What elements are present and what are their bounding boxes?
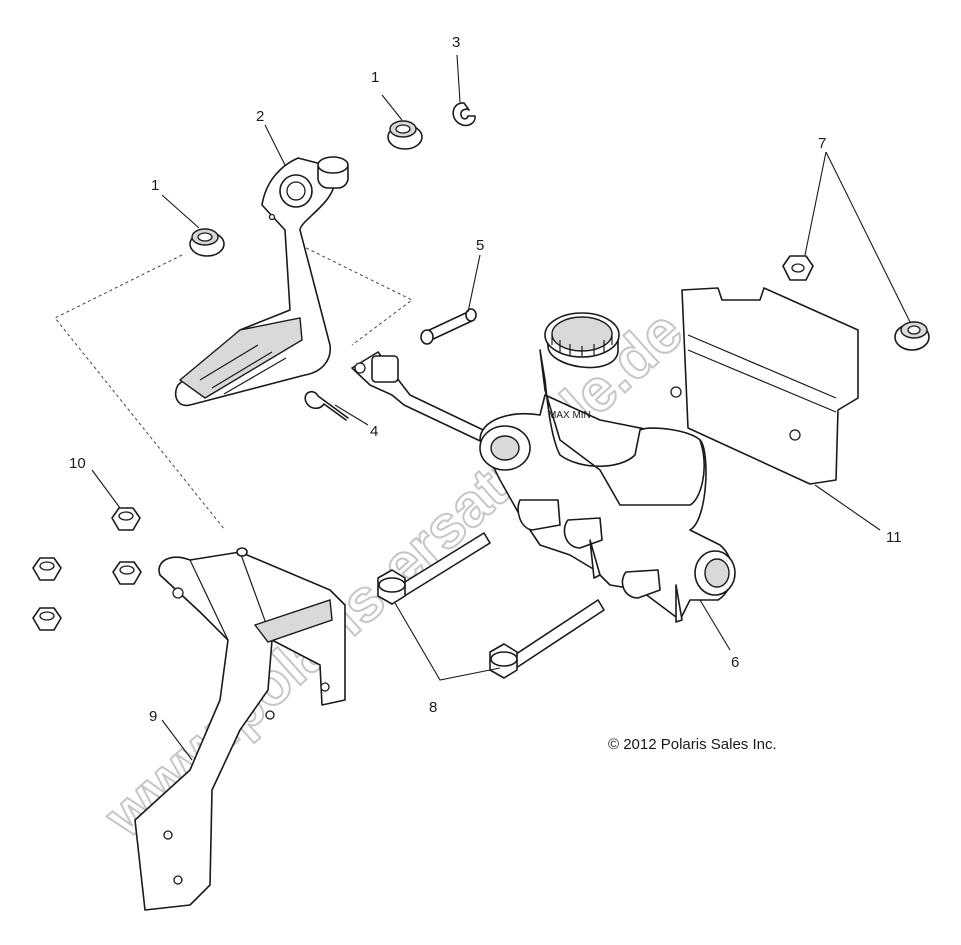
bushing-left	[189, 228, 225, 257]
callout-2: 2	[256, 108, 264, 125]
callout-1-upper: 1	[371, 69, 379, 86]
mounting-bracket	[134, 547, 346, 911]
bolt-lower	[489, 599, 605, 679]
flange-nut-1	[782, 255, 814, 281]
callout-8: 8	[429, 699, 437, 716]
nut-3	[112, 561, 142, 585]
copyright-notice: © 2012 Polaris Sales Inc.	[608, 736, 777, 753]
nut-1	[111, 507, 141, 531]
clevis-pin	[420, 308, 477, 345]
e-clip	[452, 102, 476, 127]
callout-4: 4	[370, 423, 378, 440]
reservoir-level-label: MAX MIN	[548, 410, 591, 421]
nut-2	[32, 557, 62, 581]
callout-9: 9	[149, 708, 157, 725]
nut-4	[32, 607, 62, 631]
master-cylinder: MAX MIN	[351, 312, 736, 623]
callout-11: 11	[886, 529, 902, 546]
leader-lines	[91, 54, 911, 761]
callout-10: 10	[69, 455, 86, 472]
hairpin-clip	[304, 390, 349, 421]
mounting-plate	[670, 287, 859, 485]
flange-nut-2	[894, 321, 930, 351]
callout-labels: 1 1 2 3 4 5 6 7 8 9 10 11	[69, 34, 902, 725]
callout-6: 6	[731, 654, 739, 671]
bushing-upper	[387, 120, 423, 150]
brake-pedal	[174, 156, 349, 407]
callout-5: 5	[476, 237, 484, 254]
bolt-upper	[377, 532, 491, 605]
callout-3: 3	[452, 34, 460, 51]
callout-1-left: 1	[151, 177, 159, 194]
callout-7: 7	[818, 135, 826, 152]
